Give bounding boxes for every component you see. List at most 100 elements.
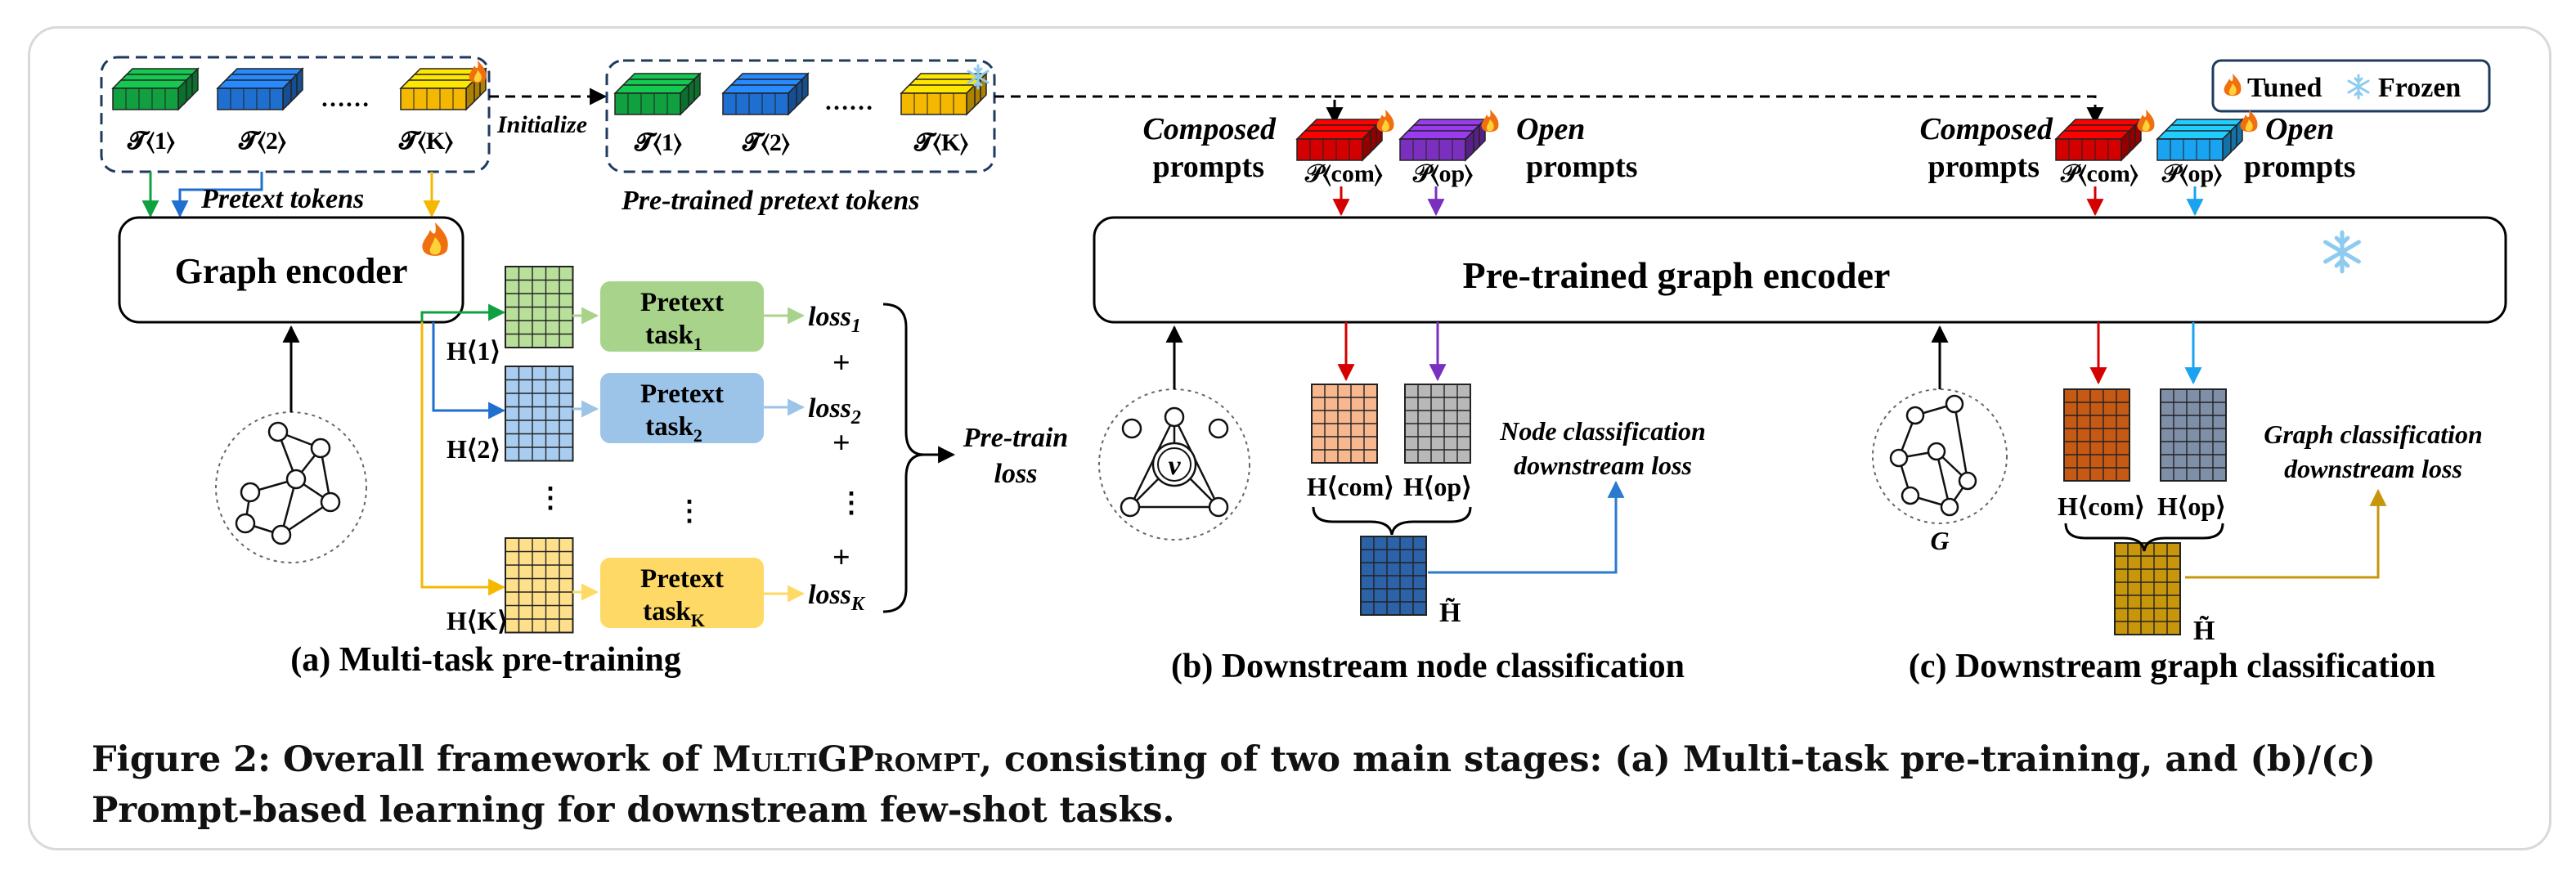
pt-token-label-2: 𝓣⟨2⟩ (742, 129, 790, 156)
graph-loss-2: downstream loss (2284, 454, 2462, 483)
open-prompts-b: prompts (1526, 150, 1638, 184)
embedding-matrices (505, 266, 574, 634)
pretrain-loss-1: Pre-train (963, 423, 1068, 453)
pretrained-token-box (605, 59, 996, 173)
prompt-embeddings-b (1311, 384, 1471, 616)
matrix-h-com-c (2063, 388, 2130, 482)
matrix-h-op-b (1404, 384, 1471, 464)
loss-k: lossK (808, 580, 866, 615)
node-loss-1: Node classification (1499, 416, 1706, 446)
p-com-c: 𝒫⟨com⟩ (2060, 160, 2138, 187)
loss-brace (882, 303, 925, 613)
legend: Tuned Frozen (2211, 59, 2491, 113)
pretext-token-box (100, 56, 491, 173)
open-label-b: Open (1516, 112, 1585, 146)
task-name-2: task2 (645, 412, 702, 446)
graph-g-label: G (1930, 526, 1949, 555)
pretrain-loss-2: loss (994, 459, 1038, 489)
flame-icon (2240, 110, 2258, 132)
open-label-c: Open (2265, 112, 2334, 146)
token-blue (216, 67, 304, 111)
composed-prompts-b: prompts (1152, 150, 1264, 184)
token-label-1: 𝓣⟨1⟩ (127, 128, 175, 155)
flame-icon (469, 61, 487, 83)
matrix-h2 (505, 366, 574, 462)
task-name-k: taskK (643, 597, 705, 630)
panel-b-title: (b) Downstream node classification (1171, 648, 1685, 685)
matrix-h-op-c (2160, 388, 2227, 482)
panel-a: 𝓣⟨1⟩ 𝓣⟨2⟩ 𝓣⟨K⟩ …… Initialize 𝓣⟨1⟩ 𝓣⟨2⟩ 𝓣… (100, 56, 1068, 679)
loss-2: loss2 (808, 393, 861, 429)
panel-b: Composed prompts Open prompts 𝒫⟨com⟩ 𝒫⟨o… (1098, 110, 1706, 685)
h-op-b: H⟨op⟩ (1403, 472, 1472, 501)
flame-icon (1481, 110, 1499, 132)
h-tilde-c: H̃ (2193, 616, 2215, 646)
composed-label-c: Composed (1919, 112, 2053, 146)
prompt-op-b (1398, 118, 1487, 162)
h-label-k: H⟨K⟩ (447, 606, 508, 635)
h-label-2: H⟨2⟩ (447, 434, 500, 464)
pretrained-token-row (613, 72, 988, 116)
open-prompts-c: prompts (2244, 150, 2356, 184)
initialize-label: Initialize (496, 111, 587, 138)
prompt-com-c (2054, 118, 2143, 162)
loss-1: loss1 (808, 302, 861, 337)
prompt-com-b (1295, 118, 1384, 162)
vdots-matrix: ⋮ (536, 483, 564, 514)
token-green (111, 67, 200, 111)
prompt-tokens-b (1295, 118, 1487, 162)
pretrained-encoder-label: Pre-trained graph encoder (1463, 254, 1891, 296)
matrix-h1 (505, 266, 574, 348)
vdots-loss: ⋮ (837, 488, 865, 518)
graph-loss-1: Graph classification (2264, 420, 2483, 449)
token-label-k: 𝓣⟨K⟩ (398, 128, 453, 155)
pt-token-label-k: 𝓣⟨K⟩ (913, 129, 968, 156)
task-word-k: Pretext (640, 564, 724, 594)
plus-3: + (832, 541, 850, 575)
pretext-tokens-label: Pretext tokens (200, 184, 364, 214)
task-box-1 (600, 281, 764, 352)
panel-c-title: (c) Downstream graph classification (1909, 648, 2435, 685)
figure-card (28, 26, 2551, 850)
h-op-c: H⟨op⟩ (2157, 491, 2226, 521)
composed-prompts-c: prompts (1928, 150, 2040, 184)
figure-caption: Figure 2: Overall framework of MultiGPro… (92, 734, 2529, 836)
prompt-embeddings-c (2063, 388, 2227, 635)
caption-name: MultiGPrompt (712, 739, 981, 780)
p-com-b: 𝒫⟨com⟩ (1304, 160, 1383, 187)
composed-label-b: Composed (1142, 112, 1277, 146)
task-word-1: Pretext (640, 288, 724, 317)
pretext-token-row (111, 67, 487, 111)
token-dots: …… (321, 85, 370, 112)
plus-1: + (832, 346, 850, 380)
panel-a-title: (a) Multi-task pre-training (290, 641, 681, 679)
matrix-hk (505, 537, 574, 634)
caption-prefix: Figure 2: Overall framework of (92, 739, 713, 780)
pretrained-tokens-label: Pre-trained pretext tokens (621, 186, 920, 216)
task-name-1: task1 (645, 321, 702, 354)
token-yellow (399, 67, 487, 111)
matrix-h-tilde-b (1360, 536, 1427, 616)
h-tilde-b: H̃ (1439, 598, 1461, 628)
p-op-c: 𝒫⟨op⟩ (2161, 160, 2222, 187)
flame-icon (2137, 110, 2155, 132)
prompt-op-c (2156, 118, 2244, 162)
graph-encoder-box (118, 216, 464, 324)
matrix-h-com-b (1311, 384, 1378, 464)
p-op-b: 𝒫⟨op⟩ (1412, 160, 1473, 187)
h-com-c: H⟨com⟩ (2058, 491, 2145, 521)
plus-2: + (832, 426, 850, 460)
pt-token-label-1: 𝓣⟨1⟩ (634, 129, 682, 156)
h-label-1: H⟨1⟩ (447, 336, 500, 366)
token-label-2: 𝓣⟨2⟩ (238, 128, 286, 155)
flame-icon (1376, 110, 1394, 132)
matrix-h-tilde-c (2114, 542, 2181, 635)
legend-tuned: Tuned (2247, 73, 2322, 103)
graph-encoder-label: Graph encoder (175, 251, 408, 291)
legend-frozen: Frozen (2378, 73, 2461, 103)
task-box-2 (600, 373, 764, 443)
node-ego-graph (1120, 406, 1229, 518)
pt-token-blue (721, 72, 810, 116)
node-v-label: v (1168, 451, 1181, 481)
input-graph (235, 421, 341, 545)
